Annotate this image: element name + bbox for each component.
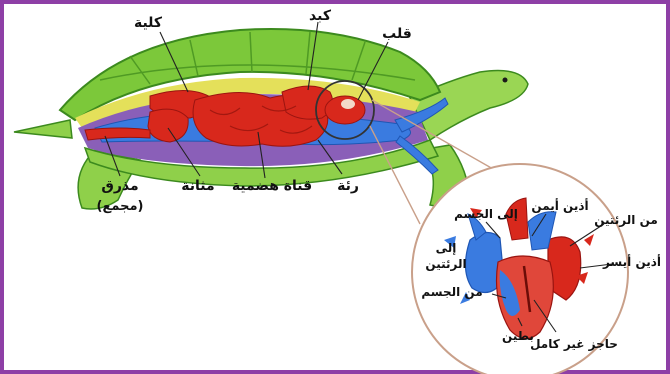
label-bladder: مثانة	[181, 178, 214, 194]
liver-organ	[282, 86, 333, 119]
label-lung: رئة	[337, 178, 359, 194]
label-cloaca: مذرق	[101, 178, 138, 194]
label-from-lungs: من الرئتين	[594, 213, 658, 227]
label-to-body: إلى الجسم	[454, 207, 518, 221]
label-liver: كبد	[309, 8, 332, 24]
turtle-tail	[14, 120, 72, 138]
label-digestive-tract: قناة هضمية	[232, 178, 312, 194]
label-to-lungs-1: إلى	[436, 241, 457, 255]
bladder-organ	[148, 109, 188, 142]
label-from-body: من الجسم	[421, 285, 482, 299]
label-left-atrium: أذين أيسر	[602, 254, 661, 269]
turtle-heart	[325, 96, 365, 124]
label-partial-septum: حاجز غير كامل	[530, 337, 618, 351]
label-cloaca-sub: (مجمع)	[97, 199, 144, 214]
label-right-atrium: أذين أيمن	[531, 198, 588, 213]
label-kidney: كلية	[134, 15, 163, 31]
turtle-eye	[503, 78, 508, 83]
label-to-lungs-2: الرئتين	[425, 257, 466, 271]
label-heart: قلب	[382, 26, 412, 42]
